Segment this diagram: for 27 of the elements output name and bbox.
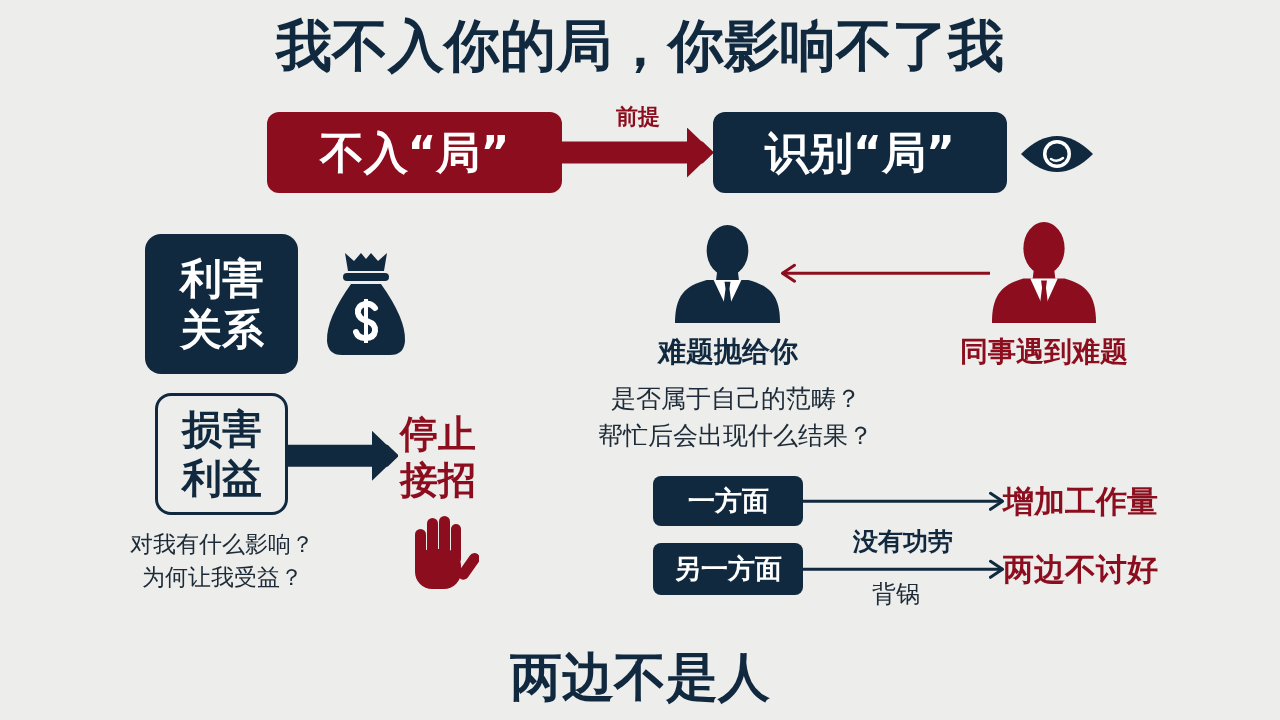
question-text: 帮忙后会出现什么结果？ [597, 421, 873, 451]
figure-caption: 难题抛给你 [657, 335, 798, 369]
title: 我不入你的局，你影响不了我 [276, 12, 1004, 80]
person-silhouette [673, 225, 782, 323]
edge-label: 前提 [615, 103, 660, 130]
result-text: 两边不讨好 [1003, 551, 1158, 589]
question-text: 对我有什么影响？ [130, 531, 314, 559]
aspect-box: 另一方面 [653, 543, 803, 595]
edge-note: 背锅 [872, 580, 920, 609]
concept-box: 不入“局” [267, 112, 562, 193]
arrow [803, 559, 1004, 579]
question-text: 为何让我受益？ [141, 564, 303, 592]
concept-box: 识别“局” [713, 112, 1007, 193]
concept-box: 利害关系 [145, 234, 298, 374]
result-text: 增加工作量 [1003, 483, 1158, 521]
question-text: 是否属于自己的范畴？ [611, 384, 861, 414]
arrow [562, 127, 713, 178]
arrow [803, 491, 1004, 511]
action-text: 停止接招 [398, 412, 478, 504]
person-silhouette [990, 222, 1098, 323]
figure-caption: 同事遇到难题 [960, 335, 1128, 369]
arrow [288, 430, 398, 481]
caption: 两边不是人 [510, 646, 770, 709]
aspect-box: 一方面 [653, 476, 803, 526]
edge-label: 没有功劳 [853, 527, 953, 558]
outlined-box: 损害利益 [155, 393, 288, 515]
arrow [781, 263, 990, 283]
